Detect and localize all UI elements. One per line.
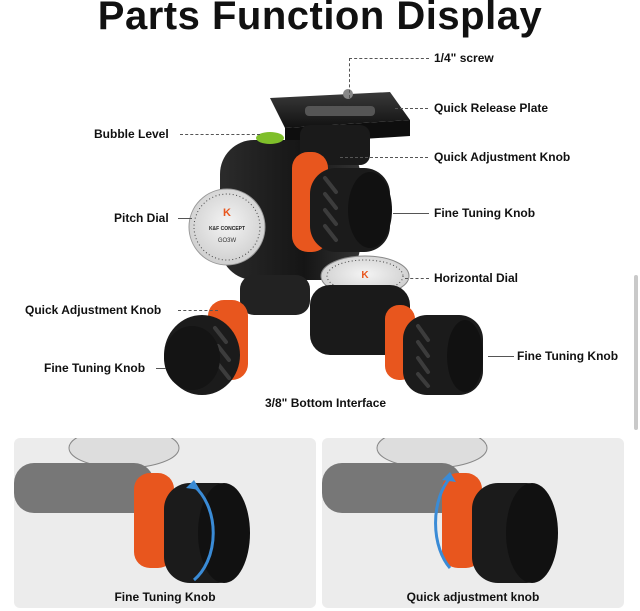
tripod-head-illustration: K K&F CONCEPT GO3W K <box>164 89 483 395</box>
screw-icon <box>343 89 353 99</box>
svg-text:GO3W: GO3W <box>218 238 237 244</box>
scrollbar[interactable] <box>634 275 638 430</box>
label-quick-release-plate: Quick Release Plate <box>434 101 549 115</box>
label-quick-adjustment-knob-top: Quick Adjustment Knob <box>434 150 571 164</box>
label-fine-tuning-knob-left: Fine Tuning Knob <box>44 361 146 375</box>
screw-leader <box>349 58 350 98</box>
page-title: Parts Function Display <box>97 0 543 38</box>
label-bottom-interface: 3/8" Bottom Interface <box>265 396 387 410</box>
quick-knob-left-leader <box>178 310 218 311</box>
svg-text:K: K <box>223 207 231 219</box>
pitch-dial: K K&F CONCEPT GO3W <box>188 188 266 266</box>
caption-quick-adjustment: Quick adjustment knob <box>406 590 540 604</box>
label-bubble-level: Bubble Level <box>94 127 169 141</box>
label-horizontal-dial: Horizontal Dial <box>434 271 519 285</box>
fine-tuning-panel <box>14 438 316 608</box>
fine-knob-left-leader <box>156 368 166 369</box>
horizontal-dial-leader <box>405 278 429 279</box>
label-fine-tuning-knob-right: Fine Tuning Knob <box>517 349 619 363</box>
quick-adjustment-panel <box>322 438 624 608</box>
svg-text:K&F CONCEPT: K&F CONCEPT <box>209 226 245 232</box>
fine-tuning-panel-illustration <box>14 438 250 583</box>
quick-knob-top-leader <box>340 157 428 158</box>
plate-leader <box>395 108 428 109</box>
pitch-leader <box>178 218 192 219</box>
label-quick-adjustment-knob-left: Quick Adjustment Knob <box>25 303 162 317</box>
fine-knob-right-leader <box>488 356 514 357</box>
label-screw: 1/4" screw <box>434 51 494 65</box>
caption-fine-tuning: Fine Tuning Knob <box>114 590 216 604</box>
svg-text:K: K <box>361 270 369 281</box>
bubble-level-icon <box>256 132 284 144</box>
quick-adjustment-panel-illustration <box>322 438 558 583</box>
label-fine-tuning-knob-top: Fine Tuning Knob <box>434 206 536 220</box>
label-pitch-dial: Pitch Dial <box>114 211 169 225</box>
screw-leader-h <box>349 58 429 59</box>
bubble-leader <box>180 134 260 135</box>
fine-knob-top-leader <box>393 213 429 214</box>
